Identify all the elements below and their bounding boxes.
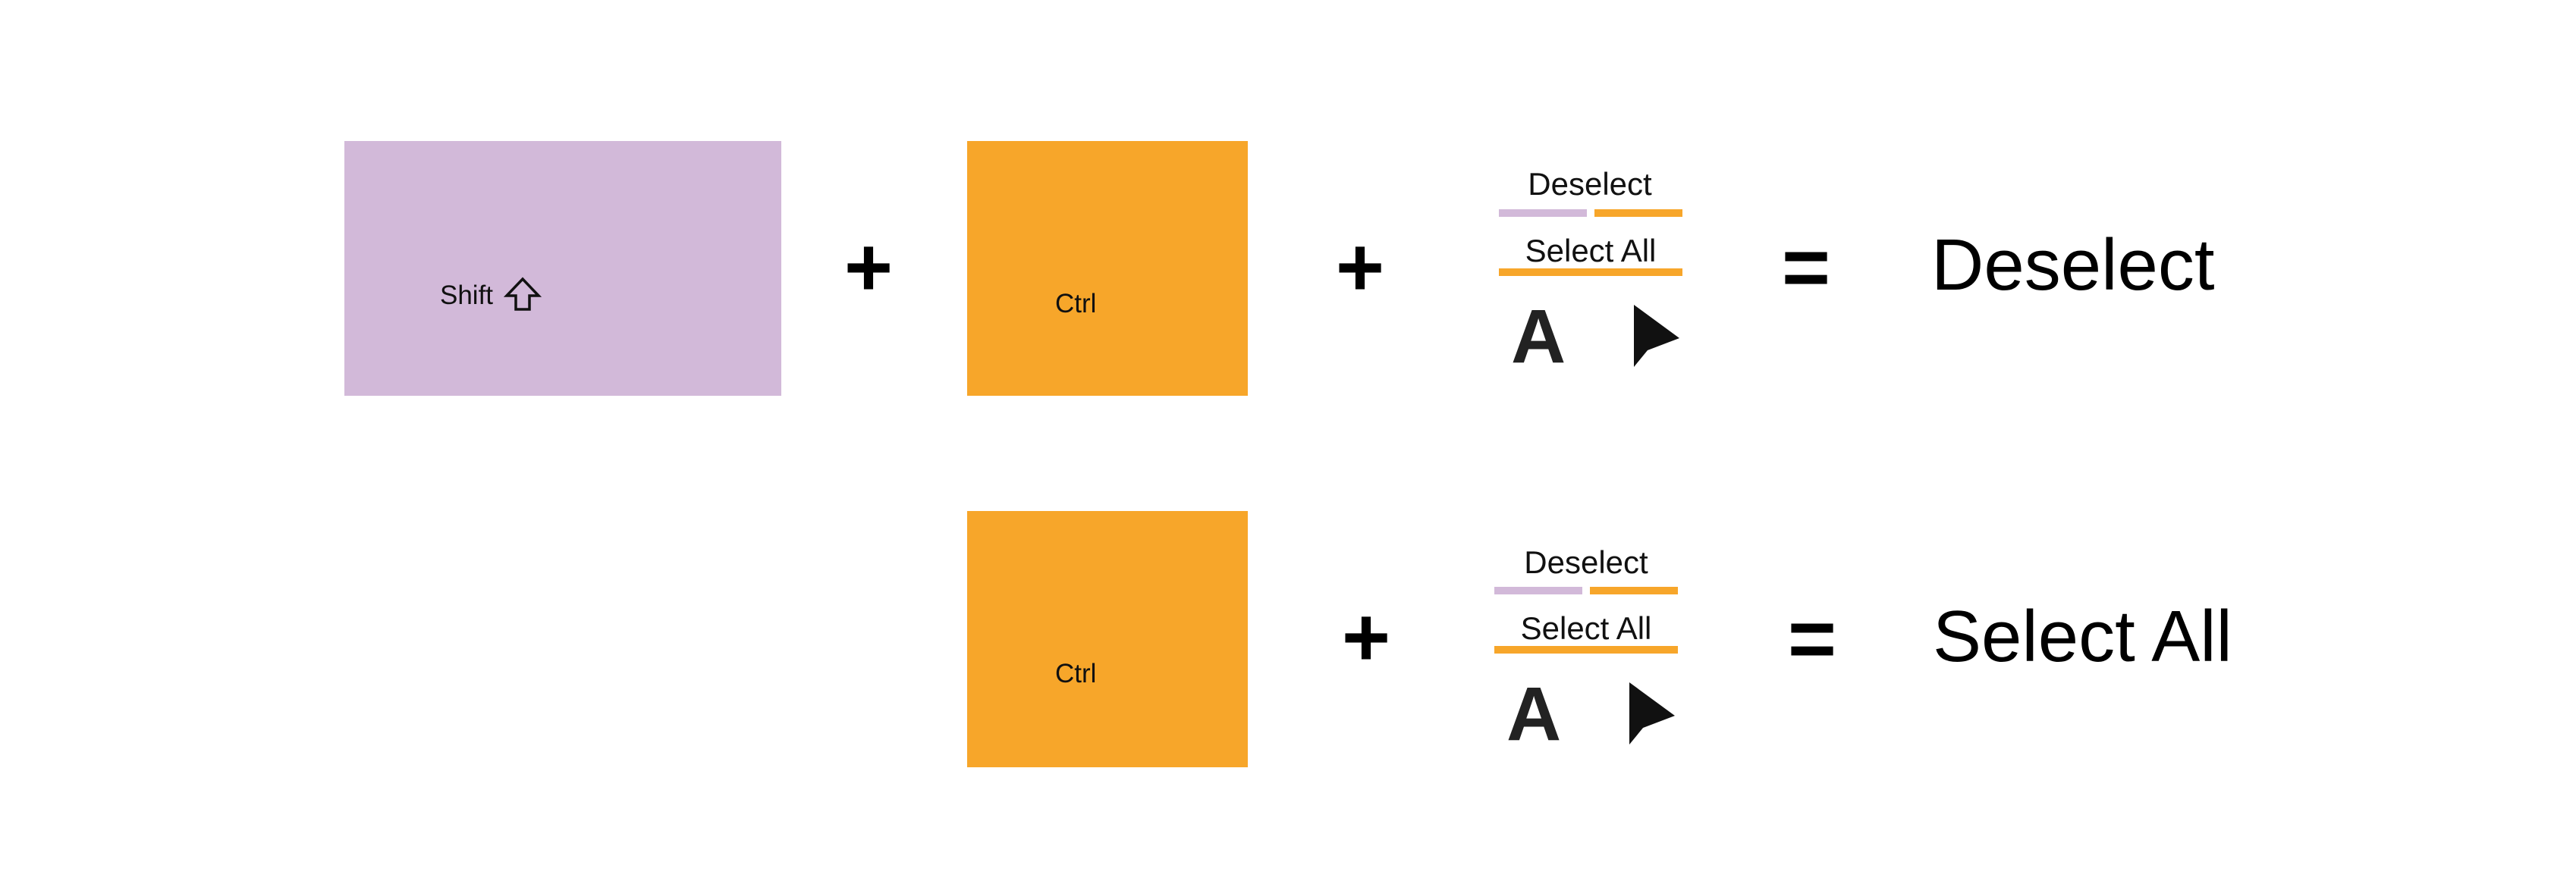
plus-sign: + <box>1335 221 1385 314</box>
ctrl-key: Ctrl <box>967 511 1248 767</box>
shift-key: Shift <box>344 141 781 396</box>
result-label: Select All <box>1933 596 2232 677</box>
letter-a: A <box>1506 672 1562 757</box>
deselect-label: Deselect <box>1528 166 1652 202</box>
equals-sign: = <box>1781 221 1831 314</box>
shift-arrow-icon <box>504 277 542 311</box>
deselect-bar-left <box>1499 209 1587 217</box>
ctrl-key-label: Ctrl <box>1055 289 1097 318</box>
equals-sign: = <box>1787 592 1837 685</box>
deselect-label: Deselect <box>1524 544 1648 580</box>
result-label: Deselect <box>1931 224 2215 306</box>
plus-sign: + <box>843 221 894 314</box>
mouse-pointer-icon <box>1634 305 1679 367</box>
select-all-bar <box>1494 646 1678 654</box>
deselect-bar-left <box>1494 587 1582 594</box>
ctrl-key: Ctrl <box>967 141 1248 396</box>
select-all-label: Select All <box>1525 233 1657 268</box>
shift-key-label: Shift <box>440 281 494 310</box>
plus-sign: + <box>1341 591 1391 684</box>
deselect-bar-right <box>1590 587 1678 594</box>
ctrl-key-label: Ctrl <box>1055 659 1097 688</box>
mouse-pointer-icon <box>1629 682 1675 745</box>
letter-a: A <box>1511 294 1566 379</box>
deselect-bar-right <box>1594 209 1682 217</box>
select-all-label: Select All <box>1520 610 1652 646</box>
select-all-bar <box>1499 268 1682 276</box>
